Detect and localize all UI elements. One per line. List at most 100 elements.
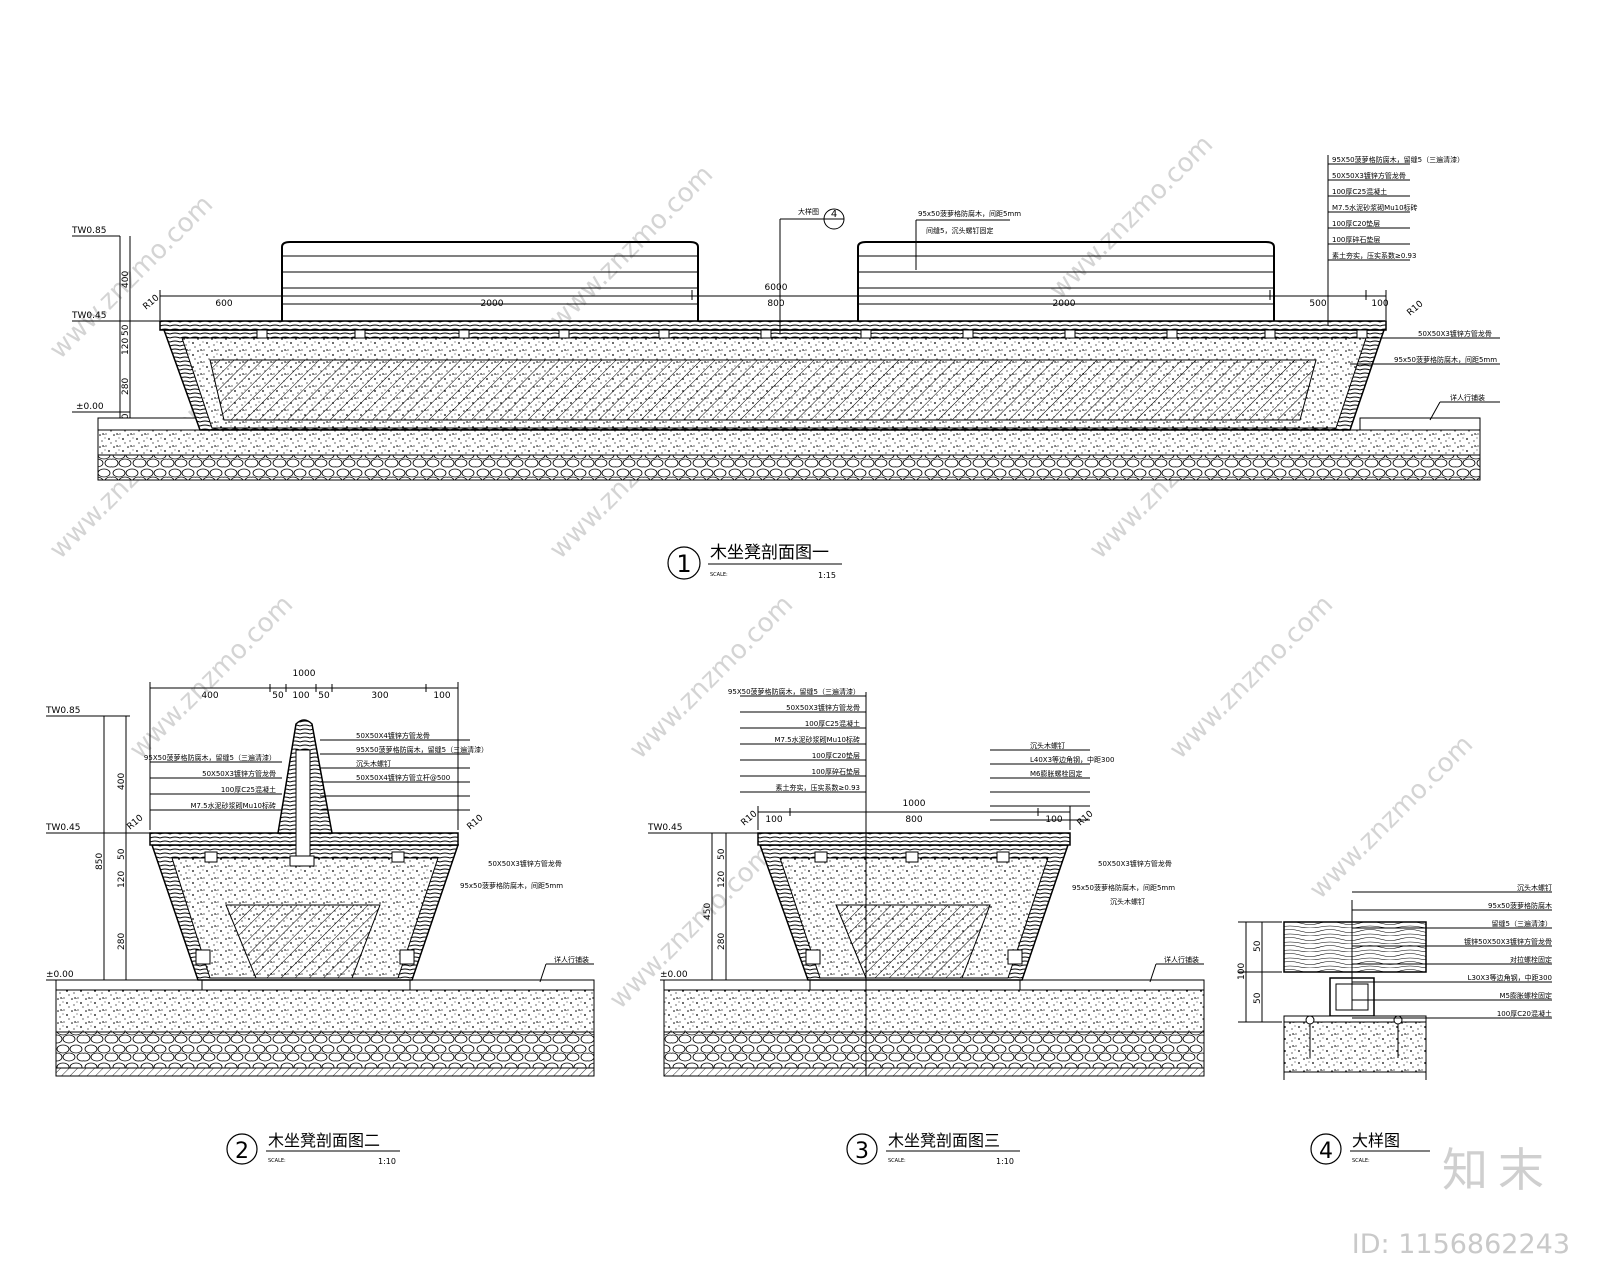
dim-top-6: 100 [433,691,450,701]
scale-label: SCALE: [888,1158,906,1164]
dim-top-6: 100 [1371,299,1388,309]
material-note: M6膨胀螺栓固定 [1030,769,1083,778]
material-notes-right: 95X50菠萝格防腐木，留缝5（三遍清漆） 50X50X3镀锌方管龙骨 100厚C2… [1328,155,1464,261]
material-note: 95X50菠萝格防腐木，留缝5（三遍清漆） [356,745,488,754]
material-note: 100厚C20垫层 [1332,219,1380,228]
material-note: 50X50X3镀锌方管龙骨 [1332,171,1406,180]
level-seat: TW0.45 [71,311,106,321]
site-watermark: www.znzmo.com [624,590,799,765]
material-note: 50X50X4镀锌方管立杆@500 [356,773,450,782]
gravel-layer [55,1031,595,1069]
material-note: 95X50菠萝格防腐木，留缝5（三遍清漆） [144,753,276,762]
backrest-note-1: 95x50菠萝格防腐木，间距5mm [918,209,1021,218]
material-note: 95X50菠萝格防腐木，留缝5（三遍清漆） [1332,155,1464,164]
soil-core-hatch [835,904,991,979]
steel-post [295,749,311,861]
detail-note: 对拉螺栓固定 [1510,955,1552,964]
dim-left-1: 50 [1253,940,1263,952]
material-note: 50X50X3镀锌方管龙骨 [786,703,860,712]
dim-top-3: 100 [292,691,309,701]
material-note: M7.5水泥砂浆砌Mu10标砖 [1332,203,1418,212]
dim-top-1: 400 [201,691,218,701]
material-note: 50X50X3镀锌方管龙骨 [488,859,562,868]
dim-left-4: 280 [121,378,131,395]
material-note: 沉头木螺钉 [1030,741,1065,750]
section-3: TW0.45 ±0.00 450 50 120 280 60 100 150 1… [647,687,1205,1166]
level-ground: ±0.00 [46,970,74,980]
concrete-base-layer [55,989,595,1033]
section-title: 大样图 [1352,1131,1400,1150]
material-note: 100厚C25混凝土 [1332,187,1387,196]
dim-left-1: 400 [121,271,131,288]
gravel-layer [663,1031,1205,1069]
section-number-circle [1310,1133,1342,1165]
dim-left-4: 280 [717,933,727,950]
detail-note: L30X3等边角钢，中距300 [1468,973,1552,982]
section-number-circle [846,1133,878,1165]
side-note-joist: 50X50X3镀锌方管龙骨 [1418,329,1492,338]
radius-left: R10 [740,809,760,828]
material-note: 100厚C25混凝土 [221,785,276,794]
material-note: 95X50菠萝格防腐木，留缝5（三遍清漆） [728,687,860,696]
material-note: L40X3等边角钢，中距300 [1030,755,1114,764]
material-note: 50X50X3镀锌方管龙骨 [202,769,276,778]
level-top: TW0.85 [71,226,106,236]
material-note: 100厚C20垫层 [812,751,860,760]
material-note: 95x50菠萝格防腐木，间距5mm [1072,883,1175,892]
site-watermark: www.znzmo.com [1164,590,1339,765]
angle-steel [1283,1015,1427,1023]
dim-left-2: 50 [717,848,727,860]
dim-top-2: 800 [905,815,922,825]
dim-left-3: 120 [717,871,727,888]
dim-left-2: 50 [121,324,131,336]
material-note: 素土夯实，压实系数≥0.93 [776,783,860,792]
joist-brackets [254,329,1370,339]
material-note: M7.5水泥砂浆砌Mu10标砖 [190,801,276,810]
material-note: 素土夯实，压实系数≥0.93 [1332,251,1416,260]
dim-top-3: 800 [767,299,784,309]
material-note: 95x50菠萝格防腐木，间距5mm [460,881,563,890]
site-watermark: www.znzmo.com [544,160,719,335]
side-note-slat: 95x50菠萝格防腐木，间距5mm [1394,355,1497,364]
radius-right: R10 [1406,299,1426,318]
material-note: 沉头木螺钉 [356,759,391,768]
section-number: 1 [676,550,691,578]
image-id-label: ID: 1156862243 [1351,1229,1570,1260]
dim-left-1: 450 [703,903,713,920]
dim-top-1: 600 [215,299,232,309]
detail-notes: 沉头木螺钉95x50菠萝格防腐木留缝5（三遍清漆）镀锌50X50X3镀锌方管龙骨… [1352,883,1552,1019]
seat-top-wood [757,832,1071,846]
dim-top-1: 100 [765,815,782,825]
section-number-circle [226,1133,258,1165]
dim-top-5: 300 [371,691,388,701]
material-note: M7.5水泥砂浆砌Mu10标砖 [774,735,860,744]
section-number: 2 [235,1139,249,1164]
radius-left: R10 [126,813,146,832]
soil-core-hatch [209,359,1317,421]
material-note: 100厚碎石垫层 [812,767,860,776]
soil-core-hatch [225,904,381,979]
dim-left-3: 50 [117,848,127,860]
soil-layer [663,1067,1205,1077]
dim-left-2: 850 [95,853,105,870]
dim-top-5: 500 [1309,299,1326,309]
dim-top-2: 50 [272,691,284,701]
concrete-base [1283,1021,1427,1073]
section-title: 木坐凳剖面图一 [710,543,829,563]
material-note: 沉头木螺钉 [1110,897,1145,906]
section-number-circle [667,546,701,580]
radius-right: R10 [1076,809,1096,828]
paving-note: 详人行铺装 [554,955,589,964]
site-watermark: www.znzmo.com [1044,130,1219,305]
dim-top-4: 50 [318,691,330,701]
material-note: 50X50X3镀锌方管龙骨 [1098,859,1172,868]
material-note: 100厚碎石垫层 [1332,235,1380,244]
detail-note: 镀锌50X50X3镀锌方管龙骨 [1464,937,1552,946]
radius-right: R10 [466,813,486,832]
scale-value: 1:10 [996,1157,1014,1166]
concrete-base-layer [663,989,1205,1033]
material-note: 50X50X4镀锌方管龙骨 [356,731,430,740]
dim-left-4: 120 [117,871,127,888]
